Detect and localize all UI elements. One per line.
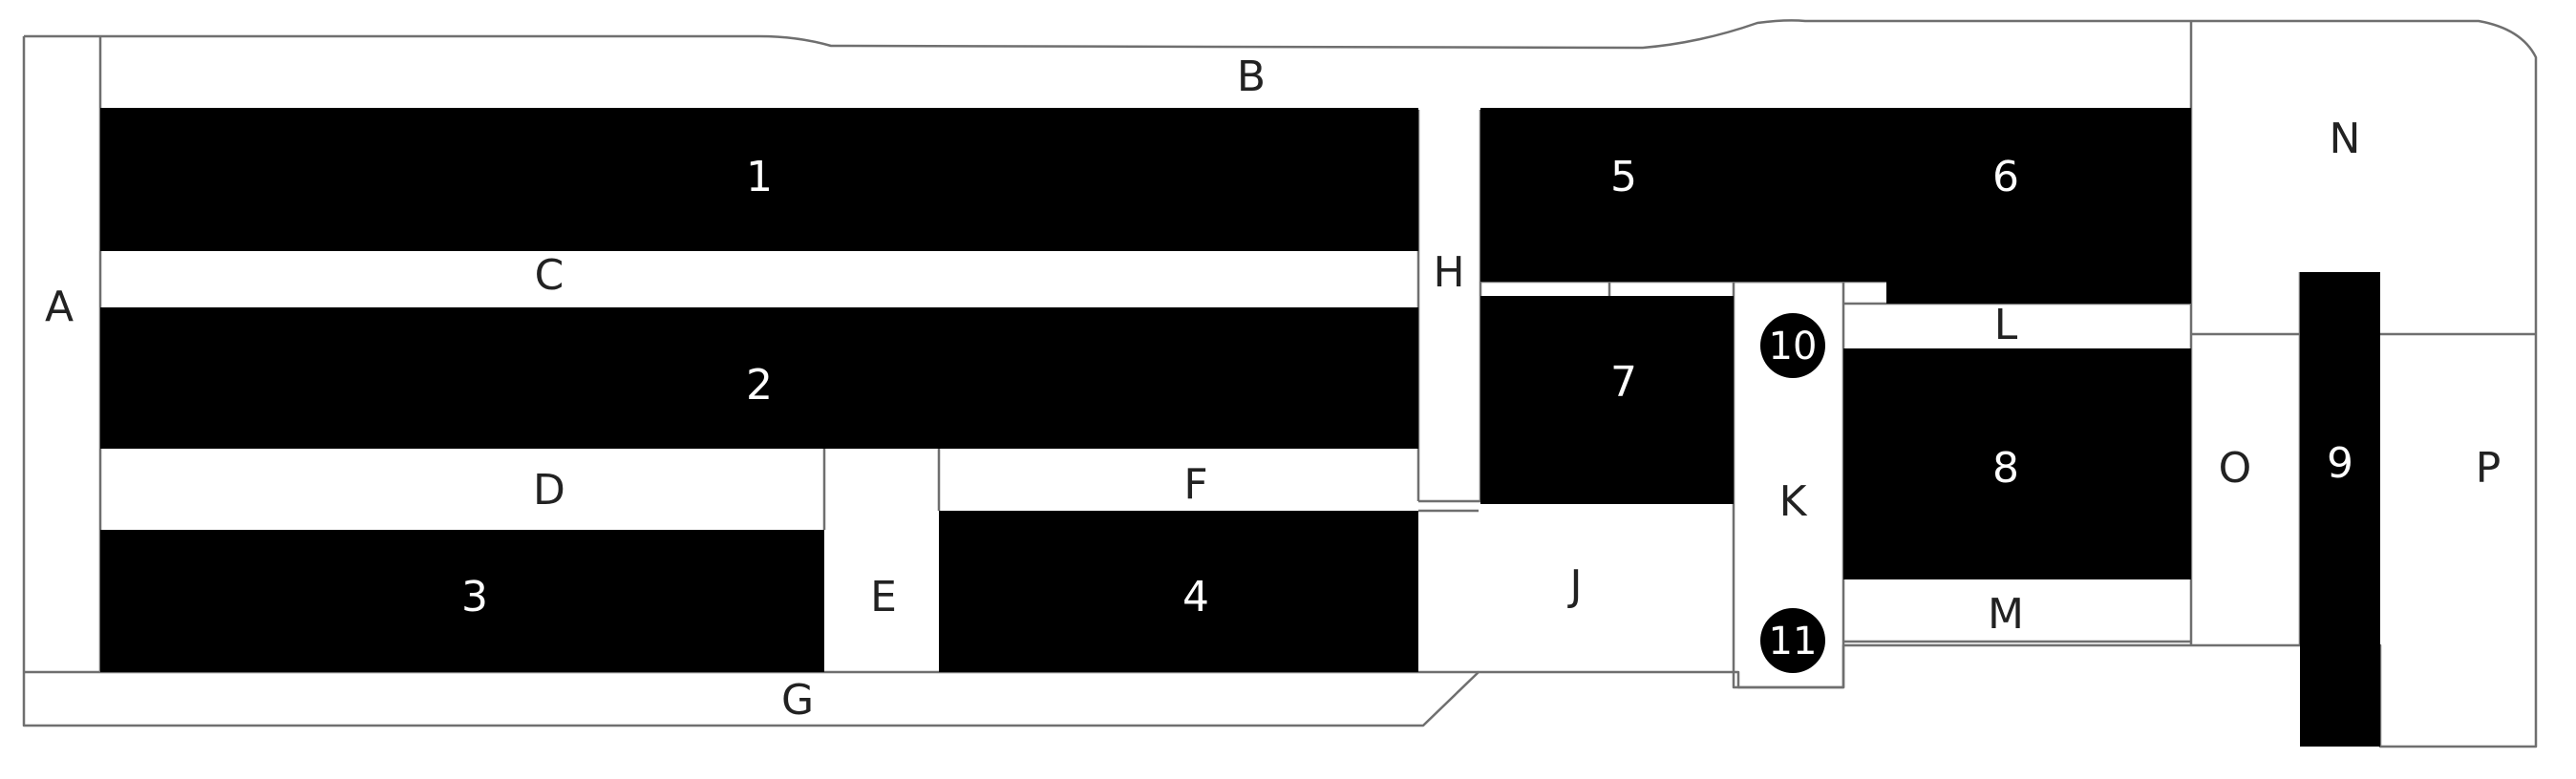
- building-9-label: 9: [2327, 439, 2353, 488]
- building-10-label: 10: [1769, 325, 1818, 368]
- zone-m-label: M: [1988, 590, 2024, 639]
- building-7: [1480, 296, 1734, 504]
- zone-j-label: J: [1567, 561, 1583, 610]
- building-11-label: 11: [1769, 620, 1818, 663]
- zone-b-label: B: [1237, 53, 1266, 101]
- building-2-label: 2: [746, 361, 773, 410]
- zone-o-label: O: [2219, 444, 2252, 493]
- building-4: [939, 511, 1418, 672]
- building-1: [100, 108, 1418, 251]
- zone-p-label: P: [2476, 444, 2501, 493]
- building-3: [100, 530, 824, 672]
- building-1-label: 1: [746, 153, 773, 201]
- building-8: [1843, 348, 2191, 579]
- building-5-label: 5: [1610, 153, 1637, 201]
- building-8-label: 8: [1992, 444, 2019, 493]
- zone-d-label: D: [533, 466, 565, 515]
- zone-n-label: N: [2330, 115, 2361, 163]
- building-3-label: 3: [461, 573, 488, 621]
- zone-f-label: F: [1183, 460, 1207, 509]
- building-5-6: [1480, 108, 2191, 282]
- zone-c-label: C: [535, 251, 564, 300]
- zone-e-label: E: [870, 573, 897, 621]
- zone-k-label: K: [1779, 477, 1808, 526]
- building-9: [2300, 272, 2380, 747]
- zone-a-label: A: [45, 283, 74, 331]
- zone-g-label: G: [781, 676, 814, 725]
- building-10: [1760, 313, 1825, 378]
- zone-l-label: L: [1994, 301, 2018, 349]
- building-4-label: 4: [1182, 573, 1209, 621]
- zone-h-label: H: [1433, 248, 1464, 297]
- building-11: [1760, 608, 1825, 673]
- building-6-label: 6: [1992, 153, 2019, 201]
- building-6-extension: [1886, 277, 2191, 304]
- building-2: [100, 307, 1418, 449]
- building-7-label: 7: [1610, 358, 1637, 407]
